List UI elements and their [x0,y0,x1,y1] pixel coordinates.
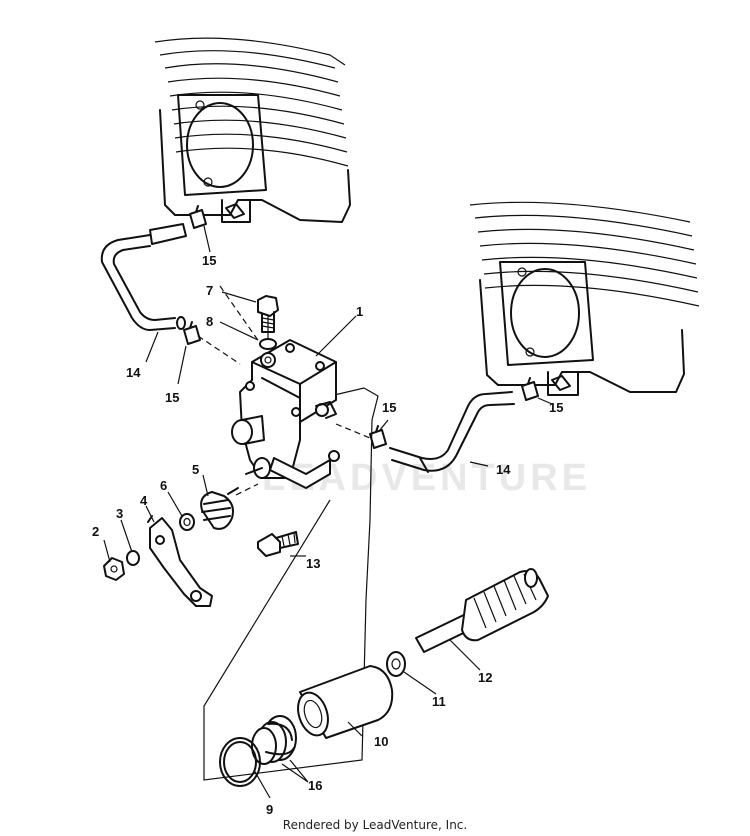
o-ring [219,737,261,787]
oil-pump-exploded-diagram: LEADVENTURE [92,37,700,816]
footer-credit: Rendered by LeadVenture, Inc. [282,818,468,832]
callout-1: 1 [356,304,363,319]
callout-14-right: 14 [496,462,511,477]
callout-15-left: 15 [165,390,179,405]
callout-13: 13 [306,556,320,571]
hose-clamp-mid-right [369,425,387,449]
oil-line-right [389,391,515,473]
callout-15-top: 15 [202,253,216,268]
bushing [297,665,394,739]
drive-gear-shaft [415,568,549,653]
hose-clamp-right [521,377,539,401]
assembly-guide-lines [197,285,379,781]
oil-line-left [100,223,187,331]
hose-clamp-mid-left [183,321,201,345]
callout-2: 2 [92,524,99,539]
leader-lines [103,225,553,799]
callout-16: 16 [308,778,322,793]
callout-10: 10 [374,734,388,749]
lever-nut [103,557,125,581]
thrust-washer [179,513,195,531]
callout-6: 6 [160,478,167,493]
callout-7: 7 [206,283,213,298]
callout-11: 11 [432,694,446,709]
callout-12: 12 [478,670,492,685]
engine-cylinder-right [469,201,700,396]
callouts: 1 2 3 4 5 6 7 8 9 10 11 12 13 14 14 15 1… [92,253,563,816]
return-spring [200,487,239,530]
mounting-bolt [257,531,299,557]
callout-15-mid: 15 [382,400,396,415]
engine-cylinder-left [154,37,351,223]
control-lever [147,515,213,607]
spring-set [251,715,297,765]
callout-5: 5 [192,462,199,477]
callout-15-right: 15 [549,400,563,415]
lock-washer [126,550,140,566]
callout-3: 3 [116,506,123,521]
banjo-bolt [257,295,279,333]
sealing-washer [259,338,277,350]
oil-pump-body [231,339,340,489]
callout-9: 9 [266,802,273,816]
callout-8: 8 [206,314,213,329]
hose-clamp-top-left [189,205,207,229]
shaft-washer [386,651,406,677]
callout-4: 4 [140,493,148,508]
callout-14-left: 14 [126,365,141,380]
